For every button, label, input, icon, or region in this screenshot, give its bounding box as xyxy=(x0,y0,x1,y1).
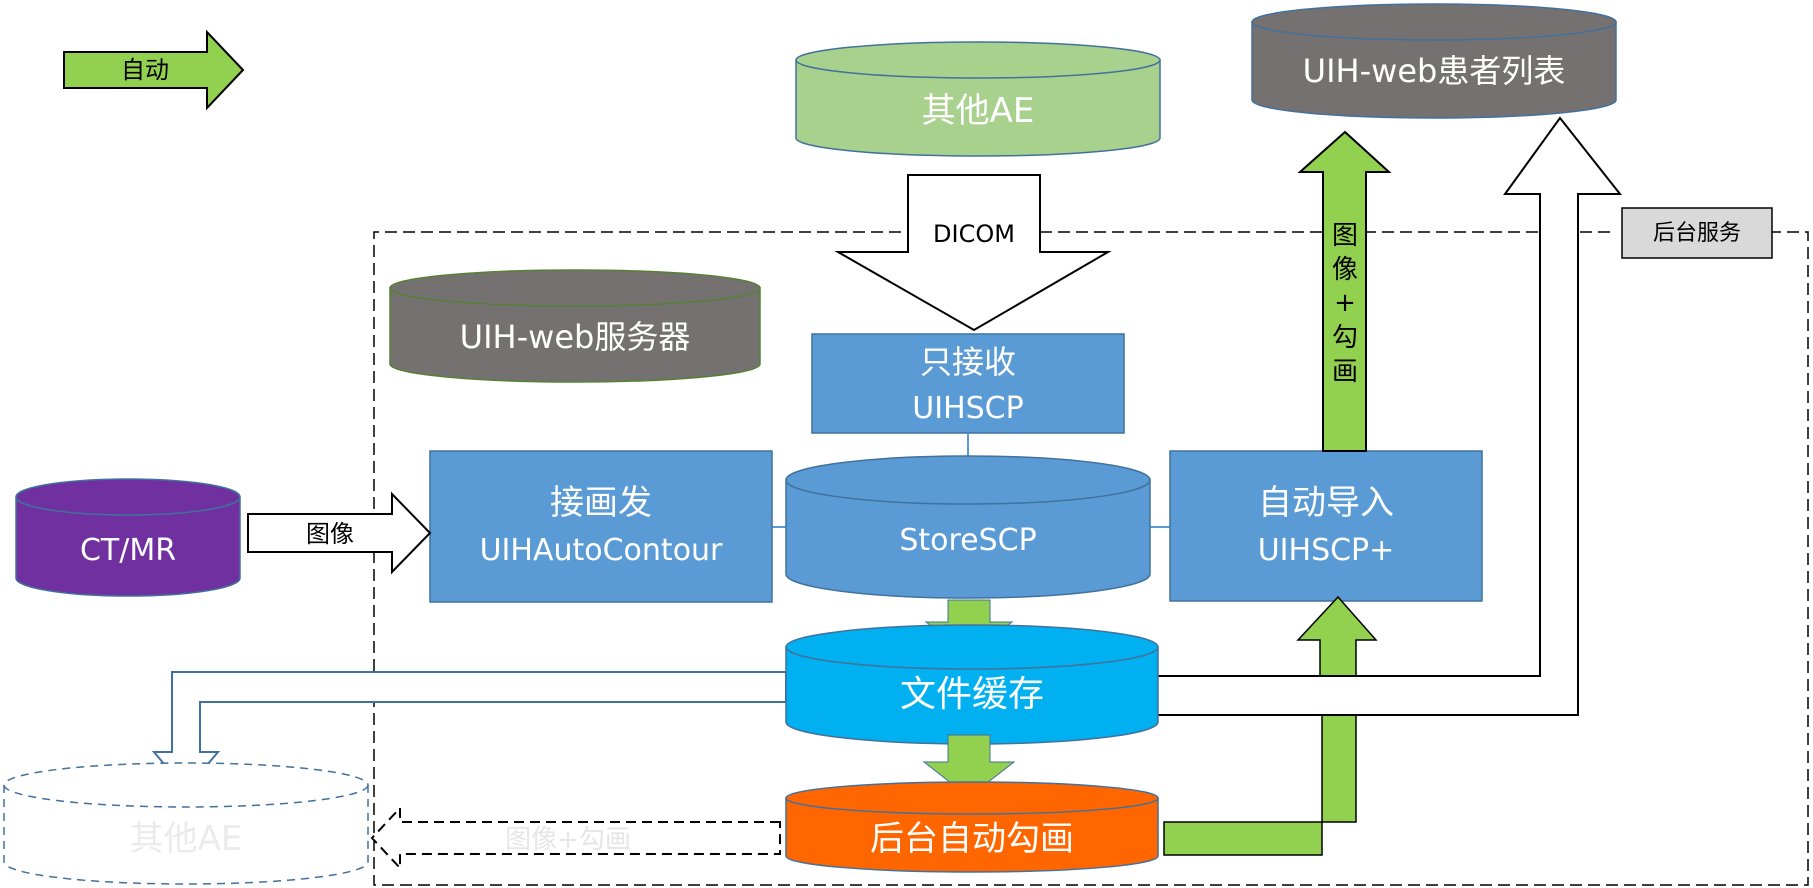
service-label-box: 后台服务 xyxy=(1621,207,1773,259)
file-cache-label: 文件缓存 xyxy=(900,674,1044,715)
other-ae-top-label: 其他AE xyxy=(922,91,1035,131)
image-contour-char-5: 画 xyxy=(1332,357,1358,387)
receive-only-line1: 只接收 xyxy=(920,343,1016,381)
cache-to-autoimport-arrow xyxy=(1296,595,1378,677)
autocontour-line2: UIHAutoContour xyxy=(480,533,723,568)
autocontour-line1: 接画发 xyxy=(550,483,652,523)
backend-to-autoimport-arrow xyxy=(1163,711,1357,856)
legend-auto-arrow: 自动 xyxy=(63,29,245,111)
other-ae-top-db: 其他AE xyxy=(795,41,1161,157)
service-label: 后台服务 xyxy=(1653,221,1741,246)
dicom-arrow: DICOM xyxy=(834,174,1112,332)
other-ae-bottom-label: 其他AE xyxy=(130,819,243,859)
backend-contour-db: 后台自动勾画 xyxy=(785,781,1159,873)
receive-only-line2: UIHSCP xyxy=(912,391,1023,426)
auto-import-line1: 自动导入 xyxy=(1258,483,1394,523)
image-contour-char-1: 图 xyxy=(1332,221,1358,251)
other-ae-bottom-db: 其他AE xyxy=(3,762,369,885)
backend-contour-label: 后台自动勾画 xyxy=(870,819,1074,859)
image-contour-char-3: + xyxy=(1334,288,1356,318)
backend-to-other-ae-dashed-arrow: 图像+勾画 xyxy=(370,805,781,871)
autocontour-box: 接画发 UIHAutoContour xyxy=(429,450,773,603)
web-patient-list-label: UIH-web患者列表 xyxy=(1303,52,1566,90)
cache-to-backend-arrow xyxy=(922,734,1016,798)
receive-only-box: 只接收 UIHSCP xyxy=(811,333,1125,434)
file-cache-db: 文件缓存 xyxy=(785,624,1159,745)
ct-mr-label: CT/MR xyxy=(80,533,176,568)
auto-import-line2: UIHSCP+ xyxy=(1258,533,1395,568)
cache-to-patientlist-arrow xyxy=(1155,116,1623,716)
web-patient-list-db: UIH-web患者列表 xyxy=(1251,3,1617,119)
web-server-db: UIH-web服务器 xyxy=(389,269,761,383)
storescp-label: StoreSCP xyxy=(899,523,1036,558)
legend-auto-label: 自动 xyxy=(121,56,169,84)
web-server-label: UIH-web服务器 xyxy=(460,318,691,356)
auto-import-box: 自动导入 UIHSCP+ xyxy=(1169,450,1483,602)
service-boundary xyxy=(373,231,1809,886)
image-arrow-label: 图像 xyxy=(306,520,354,548)
image-contour-char-4: 勾 xyxy=(1332,323,1358,353)
dashed-arrow-label: 图像+勾画 xyxy=(505,825,631,855)
ct-mr-db: CT/MR xyxy=(15,478,241,597)
autoimport-to-patientlist-arrow: 图 像 + 勾 画 xyxy=(1297,130,1392,452)
storescp-db: StoreSCP xyxy=(785,455,1151,599)
image-arrow: 图像 xyxy=(247,491,432,575)
image-contour-char-2: 像 xyxy=(1332,255,1358,285)
dicom-label: DICOM xyxy=(933,220,1015,248)
